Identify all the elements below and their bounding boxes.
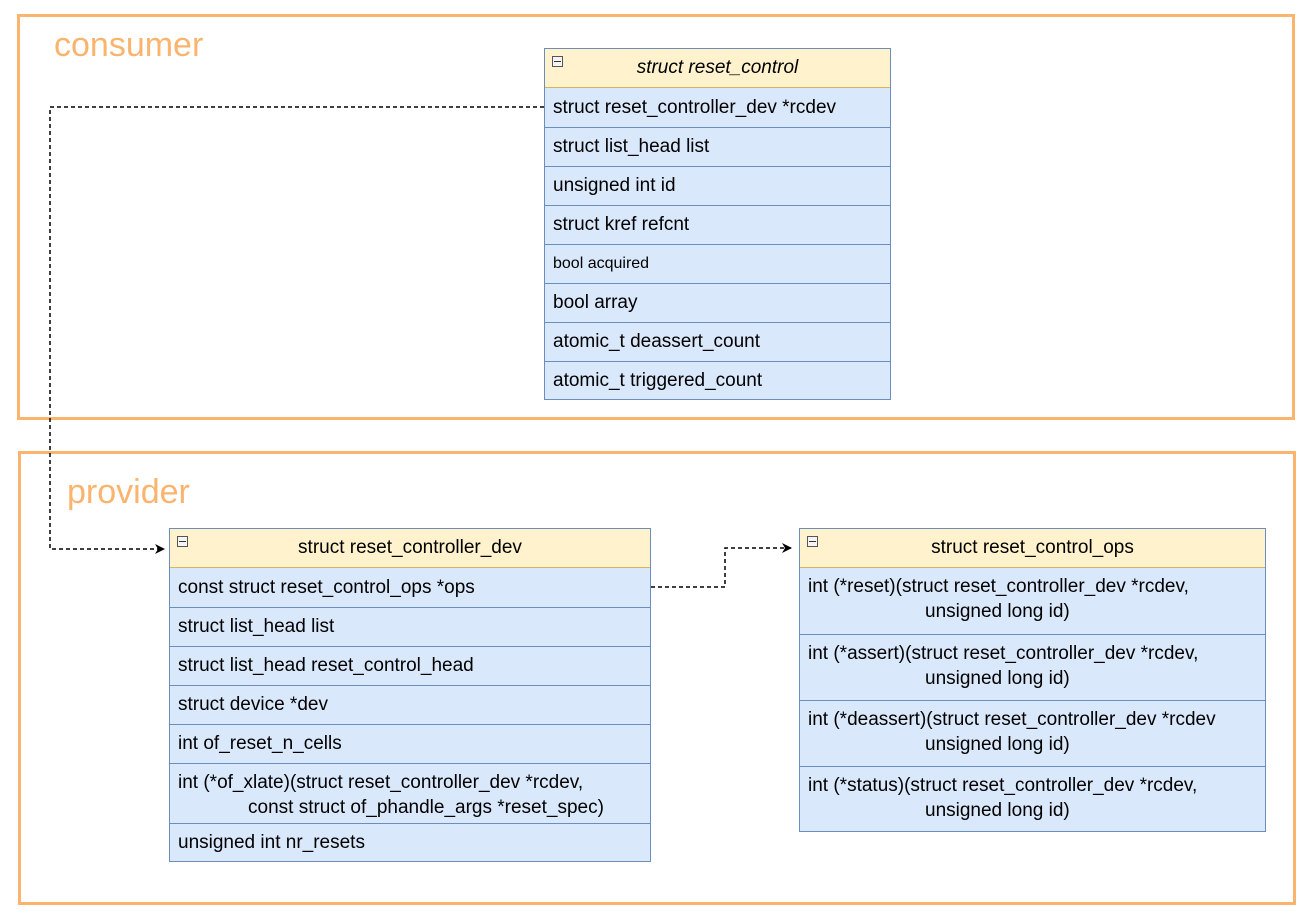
op-reset-line2: unsigned long id)	[925, 601, 1070, 622]
field-of-xlate[interactable]: int (*of_xlate)(struct reset_controller_…	[170, 763, 650, 823]
op-status[interactable]: int (*status)(struct reset_controller_de…	[800, 766, 1265, 832]
op-status-line1: int (*status)(struct reset_controller_de…	[808, 775, 1198, 796]
op-deassert-line2: unsigned long id)	[925, 734, 1070, 755]
op-assert[interactable]: int (*assert)(struct reset_controller_de…	[800, 634, 1265, 700]
collapse-icon[interactable]	[177, 536, 188, 547]
field-list[interactable]: struct list_head list	[170, 607, 650, 646]
field-id[interactable]: unsigned int id	[545, 166, 890, 205]
op-assert-line1: int (*assert)(struct reset_controller_de…	[808, 643, 1199, 664]
op-deassert-line1: int (*deassert)(struct reset_controller_…	[808, 709, 1216, 730]
of-xlate-line1: int (*of_xlate)(struct reset_controller_…	[178, 772, 584, 793]
consumer-group: consumer	[17, 14, 1295, 420]
reset-control-header[interactable]: struct reset_control	[545, 49, 890, 88]
reset-control-title: struct reset_control	[636, 57, 799, 78]
field-dev[interactable]: struct device *dev	[170, 685, 650, 724]
reset-controller-dev-title: struct reset_controller_dev	[298, 537, 522, 558]
field-reset-control-head[interactable]: struct list_head reset_control_head	[170, 646, 650, 685]
reset-control-ops-header[interactable]: struct reset_control_ops	[800, 529, 1265, 568]
field-rcdev[interactable]: struct reset_controller_dev *rcdev	[553, 96, 837, 118]
op-status-line2: unsigned long id)	[925, 800, 1070, 821]
field-deassert-count[interactable]: atomic_t deassert_count	[545, 322, 890, 361]
reset-control-ops-struct[interactable]: struct reset_control_ops int (*reset)(st…	[799, 528, 1266, 832]
consumer-label: consumer	[54, 26, 204, 64]
collapse-icon[interactable]	[807, 536, 818, 547]
of-xlate-line2: const struct of_phandle_args *reset_spec…	[248, 797, 604, 818]
field-refcnt[interactable]: struct kref refcnt	[545, 205, 890, 244]
field-ops[interactable]: const struct reset_control_ops *ops	[178, 576, 475, 598]
field-array[interactable]: bool array	[545, 283, 890, 322]
reset-controller-dev-struct[interactable]: struct reset_controller_dev const struct…	[169, 528, 651, 862]
field-of-reset-n-cells[interactable]: int of_reset_n_cells	[170, 724, 650, 763]
field-list[interactable]: struct list_head list	[545, 127, 890, 166]
field-triggered-count[interactable]: atomic_t triggered_count	[545, 361, 890, 400]
op-deassert[interactable]: int (*deassert)(struct reset_controller_…	[800, 700, 1265, 766]
reset-controller-dev-header[interactable]: struct reset_controller_dev	[170, 529, 650, 568]
op-reset[interactable]: int (*reset)(struct reset_controller_dev…	[800, 568, 1265, 634]
collapse-icon[interactable]	[552, 56, 563, 67]
provider-label: provider	[67, 473, 190, 511]
field-nr-resets[interactable]: unsigned int nr_resets	[170, 823, 650, 862]
reset-control-struct[interactable]: struct reset_control struct reset_contro…	[544, 48, 891, 400]
op-reset-line1: int (*reset)(struct reset_controller_dev…	[808, 576, 1189, 597]
op-assert-line2: unsigned long id)	[925, 668, 1070, 689]
field-acquired[interactable]: bool acquired	[545, 244, 890, 283]
reset-control-ops-title: struct reset_control_ops	[931, 537, 1134, 558]
